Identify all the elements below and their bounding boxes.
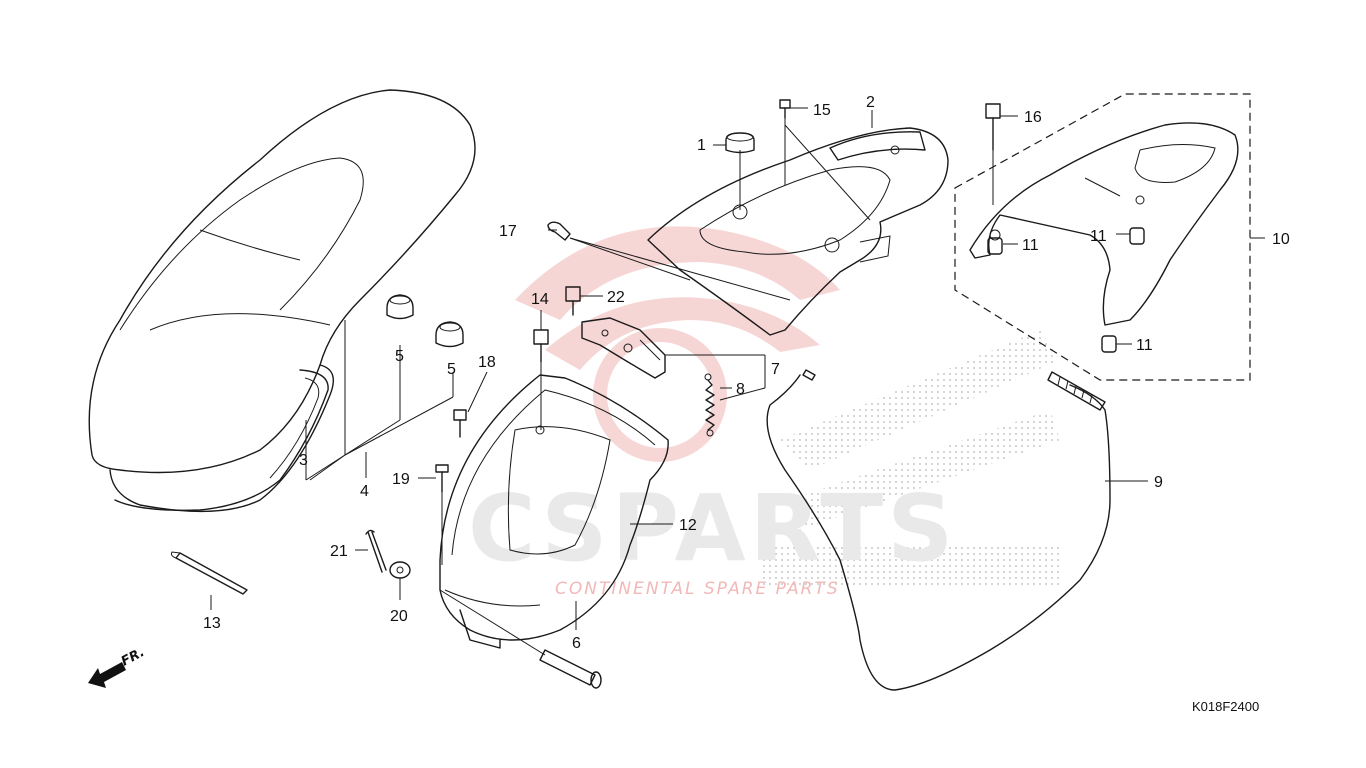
callout-15: 15	[813, 102, 831, 119]
damper-5a	[386, 294, 414, 320]
cable-9	[766, 369, 1111, 691]
collar-11a	[1129, 227, 1145, 245]
bolt-16	[985, 103, 1001, 205]
watermark-brand: CSPARTS	[468, 475, 957, 582]
watermark: CSPARTS CONTINENTAL SPARE PARTS	[468, 226, 1060, 599]
callout-5b: 5	[447, 361, 456, 378]
washer-20	[389, 561, 411, 579]
callout-14: 14	[531, 291, 549, 308]
callout-6: 6	[572, 635, 581, 652]
callout-5a: 5	[395, 348, 404, 365]
collar-11b	[987, 237, 1003, 255]
diagram-code: K018F2400	[1192, 699, 1259, 714]
screw-19	[435, 464, 449, 565]
callout-13: 13	[203, 615, 221, 632]
callout-17: 17	[499, 223, 517, 240]
bolt-14	[533, 329, 549, 430]
bolt-18	[453, 409, 467, 438]
damper-5b	[435, 321, 464, 348]
front-label: FR.	[119, 645, 147, 670]
latch-7	[581, 317, 666, 379]
leader-lines	[210, 107, 1265, 630]
pin-21	[365, 529, 387, 573]
callout-3: 3	[299, 452, 308, 469]
callout-16: 16	[1024, 109, 1042, 126]
callout-4: 4	[360, 483, 369, 500]
callout-22: 22	[607, 289, 625, 306]
callout-1: 1	[697, 137, 706, 154]
callout-8: 8	[736, 381, 745, 398]
rear-carrier-10	[954, 93, 1251, 381]
arrow-left-icon	[88, 662, 126, 688]
collar-11c	[1101, 335, 1117, 353]
clip-13	[171, 551, 248, 595]
seat	[88, 89, 476, 513]
watermark-tagline: CONTINENTAL SPARE PARTS	[555, 579, 840, 599]
callout-10: 10	[1272, 231, 1290, 248]
callout-11a: 11	[1090, 228, 1107, 245]
cap-1	[725, 132, 755, 210]
callout-21: 21	[330, 543, 348, 560]
callout-11b: 11	[1022, 237, 1039, 254]
bolt-15	[779, 99, 871, 221]
callout-20: 20	[390, 608, 408, 625]
bolt-22	[565, 286, 581, 316]
callout-2: 2	[866, 94, 875, 111]
callout-18: 18	[478, 354, 496, 371]
callout-labels: 1 2 3 4 5 5 6 7 8 9 10 11 11 11 12 13 14…	[203, 94, 1290, 652]
spring-8	[704, 373, 715, 437]
callout-12: 12	[679, 517, 697, 534]
callout-7: 7	[771, 361, 780, 378]
luggage-box	[439, 374, 669, 649]
pin-6	[439, 589, 602, 689]
front-direction-marker: FR.	[88, 645, 147, 688]
callout-19: 19	[392, 471, 410, 488]
rear-fender	[647, 127, 949, 336]
callout-9: 9	[1154, 474, 1163, 491]
callout-11c: 11	[1136, 337, 1153, 354]
clip-17	[547, 221, 791, 301]
